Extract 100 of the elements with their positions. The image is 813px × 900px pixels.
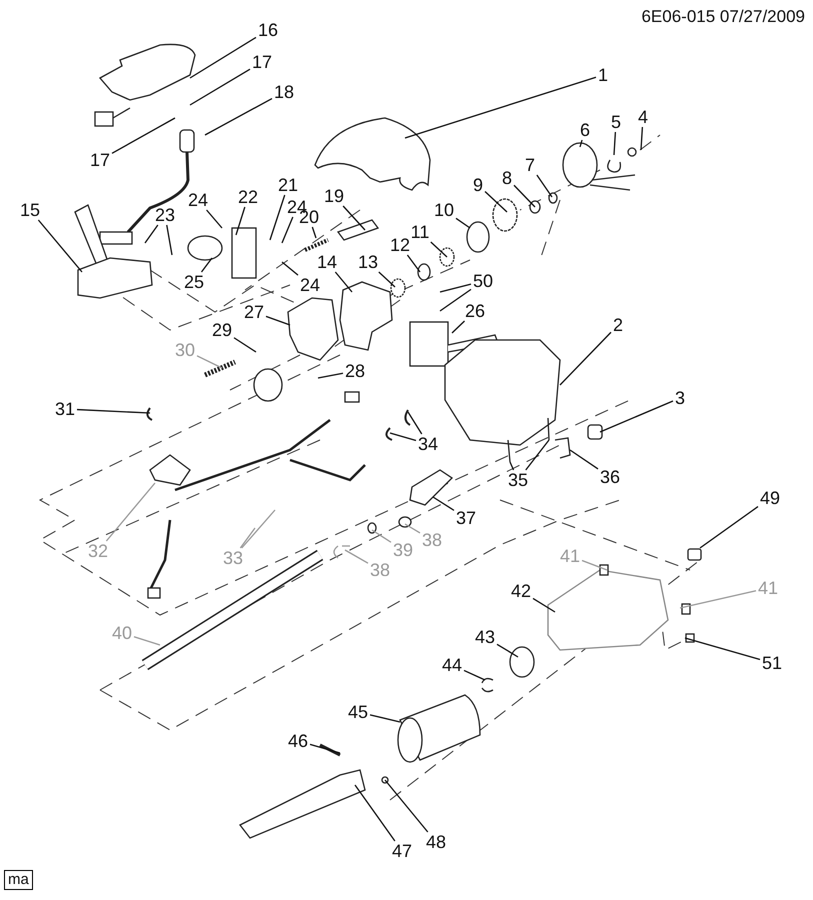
callout-number: 40	[112, 623, 132, 643]
leader-line	[378, 272, 396, 288]
leader-line	[334, 272, 352, 292]
leader-line	[579, 140, 583, 148]
leader-line	[532, 598, 556, 613]
callout-number: 8	[502, 168, 512, 188]
callout-number: 41	[758, 578, 778, 598]
callout-number: 1	[598, 65, 608, 85]
callout-number: 6	[580, 120, 590, 140]
callout-number: 46	[288, 731, 308, 751]
leader-line	[536, 174, 553, 198]
leader-line	[560, 332, 612, 386]
leader-line	[241, 510, 276, 548]
leader-line	[106, 482, 156, 542]
callout-number: 51	[762, 653, 782, 673]
callout-number: 16	[258, 20, 278, 40]
callout-number: 2	[613, 315, 623, 335]
leader-line	[680, 590, 756, 609]
callout-number: 30	[174, 340, 196, 360]
callout-number: 15	[20, 200, 40, 220]
callout-number: 19	[324, 186, 344, 206]
leader-line	[190, 68, 250, 106]
leader-line	[372, 529, 392, 543]
leader-line	[206, 210, 222, 228]
leader-line	[144, 224, 158, 244]
callout-number: 49	[760, 488, 780, 508]
callout-number: 42	[510, 581, 532, 601]
leader-line	[384, 780, 428, 832]
callout-number: 28	[344, 361, 366, 381]
leader-line	[196, 355, 222, 369]
leader-line	[342, 206, 366, 230]
leader-line	[38, 220, 82, 272]
callout-number: 43	[474, 627, 496, 647]
callout-number: 5	[611, 112, 621, 132]
leader-line	[613, 132, 616, 156]
callout-number: 11	[410, 222, 430, 242]
leader-line	[112, 117, 176, 154]
callout-number: 35	[508, 470, 528, 490]
callout-number: 36	[600, 467, 620, 487]
callout-number: 4	[638, 107, 648, 127]
callout-number: 47	[392, 841, 412, 861]
callout-number: 24	[300, 275, 320, 295]
leader-line	[440, 288, 472, 312]
callout-number: 34	[418, 434, 438, 454]
callout-number: 10	[434, 200, 454, 220]
leader-line	[190, 36, 256, 79]
callout-number: 26	[464, 301, 486, 321]
leader-line	[234, 337, 256, 353]
callout-number: 38	[370, 560, 390, 580]
callout-number: 13	[358, 252, 378, 272]
leader-line	[404, 76, 596, 139]
callout-number: 3	[675, 388, 685, 408]
callout-number: 44	[442, 655, 462, 675]
leader-line	[484, 191, 508, 212]
leader-line	[344, 549, 368, 564]
leader-line	[570, 449, 598, 470]
callout-number: 33	[222, 548, 244, 568]
drawing-number: 6E06-015 07/27/2009	[641, 6, 805, 28]
callout-number: 38	[422, 530, 442, 550]
leader-line	[269, 194, 286, 240]
callout-number: 27	[244, 302, 264, 322]
leader-line	[318, 372, 344, 379]
leader-line	[282, 262, 298, 276]
leader-line	[640, 126, 644, 150]
code-box: ma	[4, 870, 33, 890]
leader-line	[430, 242, 448, 258]
leader-line	[312, 226, 317, 238]
leader-line	[354, 784, 396, 842]
leader-line	[204, 98, 272, 136]
callout-number: 39	[392, 540, 414, 560]
leader-line	[406, 254, 421, 272]
leader-line	[582, 560, 608, 571]
leader-line	[509, 462, 514, 470]
callout-number: 22	[238, 187, 258, 207]
leader-line	[166, 224, 173, 256]
leader-line	[600, 400, 674, 433]
leader-line	[464, 670, 486, 681]
callout-number: 9	[473, 175, 483, 195]
leader-line	[240, 528, 256, 548]
leader-line	[452, 320, 465, 334]
leader-line	[525, 440, 550, 470]
leader-line	[235, 206, 246, 236]
leader-line	[200, 258, 213, 272]
callout-number: 24	[188, 190, 208, 210]
leader-line	[456, 218, 470, 229]
leader-line	[134, 636, 160, 646]
callout-number: 50	[472, 271, 494, 291]
callout-number: 32	[88, 541, 108, 561]
callout-number: 31	[54, 399, 76, 419]
leader-line	[407, 412, 422, 434]
callout-number: 14	[316, 252, 338, 272]
leader-line	[76, 408, 150, 414]
leader-line	[440, 283, 472, 293]
callout-number: 48	[426, 832, 446, 852]
callout-number: 41	[560, 546, 580, 566]
callout-number: 23	[154, 205, 176, 225]
leader-line	[310, 744, 340, 754]
leader-line	[432, 496, 454, 511]
leader-line	[404, 523, 420, 534]
leader-line	[700, 506, 758, 549]
